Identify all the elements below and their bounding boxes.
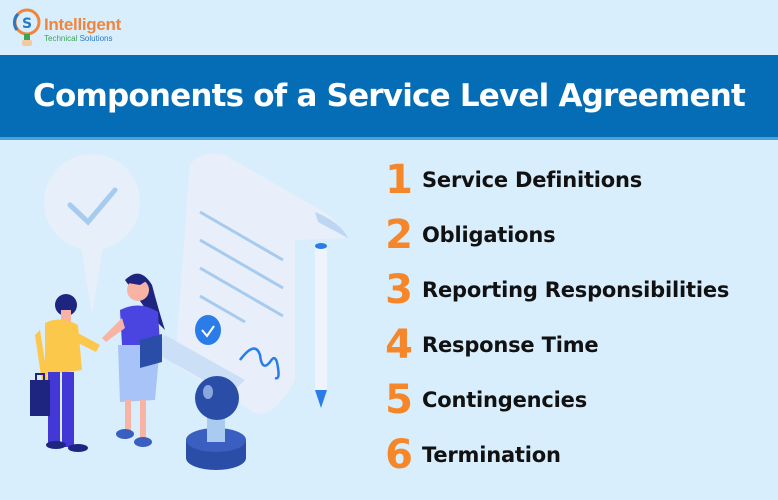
item-number: 1 <box>385 156 413 203</box>
pen-icon <box>315 243 327 408</box>
lightbulb-logo-icon: S <box>12 8 41 46</box>
item-label: Termination <box>422 442 561 467</box>
man-figure <box>30 294 100 452</box>
list-item: 2 Obligations <box>376 207 729 262</box>
briefcase-icon <box>30 380 50 416</box>
list-item: 6 Termination <box>376 427 729 482</box>
item-label: Obligations <box>422 222 556 247</box>
check-badge-icon <box>195 315 221 345</box>
logo-tagline: Technical Solutions <box>44 33 113 43</box>
item-label: Service Definitions <box>422 167 643 192</box>
components-list: 1 Service Definitions 2 Obligations 3 Re… <box>376 152 729 482</box>
list-item: 1 Service Definitions <box>376 152 729 207</box>
speech-bubble-check-icon <box>44 154 140 315</box>
woman-figure <box>102 273 165 447</box>
signature <box>239 347 280 380</box>
list-item: 4 Response Time <box>376 317 729 372</box>
item-number: 2 <box>385 211 413 258</box>
page-title: Components of a Service Level Agreement <box>33 78 746 114</box>
contract-document-icon <box>175 153 348 414</box>
title-banner: Components of a Service Level Agreement <box>0 55 778 140</box>
item-number: 5 <box>385 376 413 423</box>
list-item: 3 Reporting Responsibilities <box>376 262 729 317</box>
item-label: Reporting Responsibilities <box>422 277 730 302</box>
svg-text:S: S <box>22 16 32 32</box>
item-number: 6 <box>385 431 413 478</box>
item-label: Contingencies <box>422 387 587 412</box>
item-number: 3 <box>385 266 413 313</box>
logo-name: Intelligent <box>44 14 121 34</box>
illustration <box>30 153 348 470</box>
stamp-icon <box>150 335 246 470</box>
list-item: 5 Contingencies <box>376 372 729 427</box>
company-logo: S Intelligent Technical Solutions <box>12 8 121 50</box>
item-number: 4 <box>385 321 413 368</box>
tablet-icon <box>140 334 162 368</box>
item-label: Response Time <box>422 332 599 357</box>
